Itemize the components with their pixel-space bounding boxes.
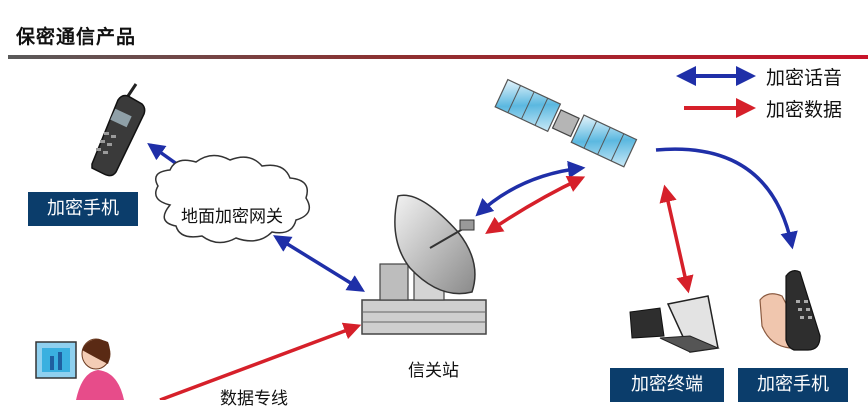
link-cloud-to-gateway — [273, 235, 365, 292]
label-terminal: 加密终端 — [610, 368, 724, 402]
laptop-terminal-icon — [629, 295, 720, 353]
label-phone-left: 加密手机 — [28, 192, 138, 226]
link-satellite-to-terminal — [659, 184, 694, 294]
mobile-phone-left-icon — [91, 83, 146, 177]
legend-data-label: 加密数据 — [766, 99, 842, 121]
network-diagram: 加密话音 加密数据 地面加密网关 — [35, 66, 842, 400]
satellite-dish-icon — [361, 194, 487, 335]
data-links — [159, 176, 694, 400]
legend-voice-label: 加密话音 — [766, 67, 842, 89]
label-gateway-station: 信关站 — [408, 361, 459, 381]
handset-phone-right-icon — [759, 270, 821, 351]
label-phone-right: 加密手机 — [738, 368, 848, 402]
label-data-line: 数据专线 — [220, 389, 288, 409]
cloud-label: 地面加密网关 — [181, 207, 283, 227]
cloud-gateway-icon: 地面加密网关 — [155, 154, 311, 244]
link-gateway-to-satellite-data — [485, 176, 586, 234]
page-title: 保密通信产品 — [16, 26, 137, 48]
operator-workstation-icon — [35, 338, 124, 400]
link-dataline-to-gateway — [159, 322, 362, 400]
title-divider — [8, 55, 868, 59]
link-satellite-to-phone-right — [655, 147, 798, 250]
legend: 加密话音 加密数据 — [676, 66, 842, 121]
satellite-icon — [494, 78, 638, 168]
